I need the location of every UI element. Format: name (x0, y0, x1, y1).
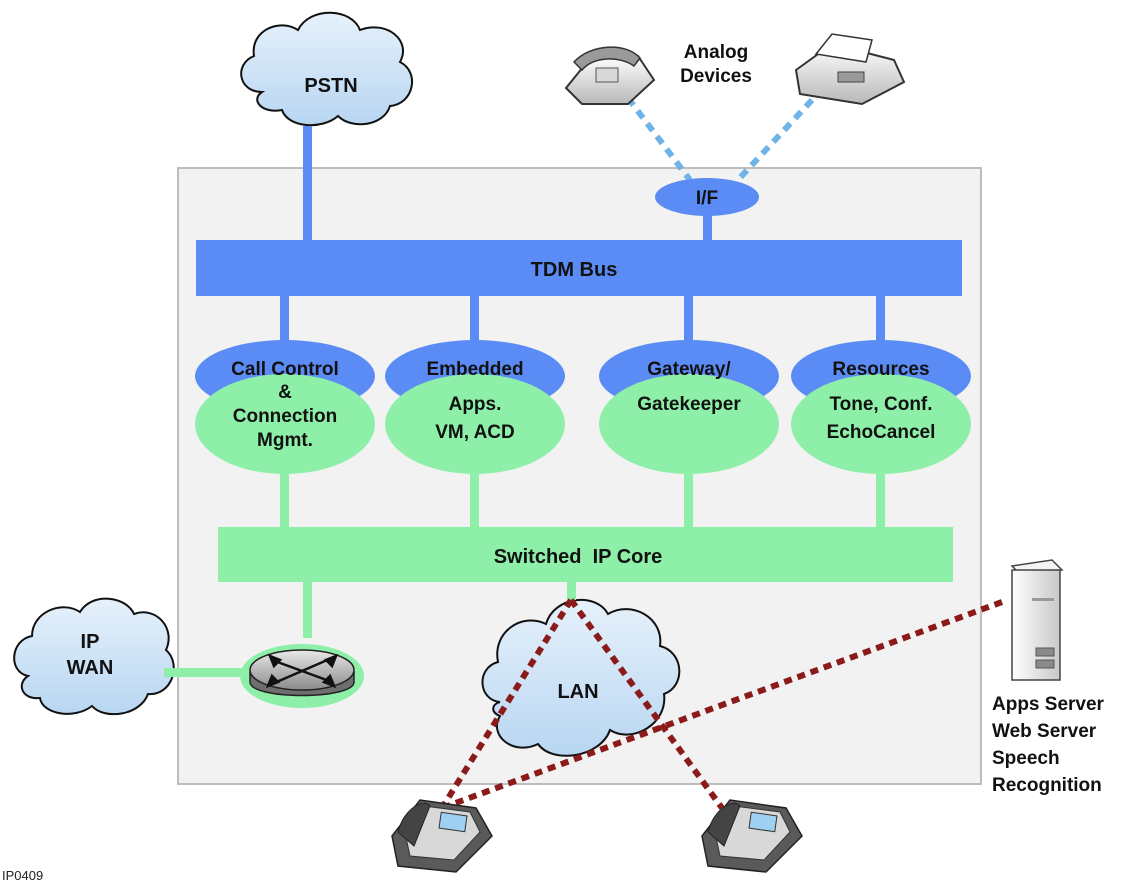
ip-phone-icon (391, 799, 493, 873)
module-label-line: Gatekeeper (637, 394, 741, 415)
module-label-line: & (278, 382, 292, 403)
interface-link (703, 214, 712, 242)
ip-wan-cloud (13, 597, 175, 715)
apps-server-label-line-3: Speech (992, 748, 1060, 769)
apps-server-label-line-2: Web Server (992, 721, 1097, 742)
core-to-router-link (303, 582, 312, 638)
tdm-drop-resources (876, 296, 885, 346)
fax-machine-icon (794, 33, 906, 106)
module-gateway: Gateway/ Gatekeeper (599, 340, 779, 474)
module-label-line: Call Control (231, 359, 339, 380)
module-embedded-apps: Embedded Apps. VM, ACD (385, 340, 565, 474)
ip-wan-label-line-2: WAN (67, 657, 114, 679)
module-label-line: Resources (832, 359, 929, 380)
module-label-line: Tone, Conf. (829, 394, 932, 415)
ip-phone-icon (701, 799, 803, 873)
wan-to-router-link (164, 668, 244, 677)
lan-phone-link-left (439, 598, 574, 810)
lan-label: LAN (557, 681, 598, 703)
server-icon (1010, 559, 1064, 681)
lan-phone-link-right (568, 598, 725, 810)
module-resources: Resources Tone, Conf. EchoCancel (791, 340, 971, 474)
module-label-line: Mgmt. (257, 430, 313, 451)
ip-drop-resources (876, 470, 885, 528)
figure-id: IP0409 (2, 868, 43, 882)
apps-server-label-line-1: Apps Server (992, 694, 1105, 715)
module-label-line: Embedded (426, 359, 523, 380)
pstn-link (303, 126, 312, 242)
tdm-drop-embedded (470, 296, 479, 346)
module-label-line: Gateway/ (647, 359, 731, 380)
interface-node (655, 178, 759, 216)
analog-devices-label-line-2: Devices (680, 66, 752, 87)
pstn-cloud (240, 11, 413, 127)
ip-drop-embedded (470, 470, 479, 528)
interface-label: I/F (696, 188, 718, 209)
analog-devices-label-line-1: Analog (684, 42, 748, 63)
tdm-drop-call-control (280, 296, 289, 346)
module-call-control: Call Control & Connection Mgmt. (195, 340, 375, 474)
module-label-line: Connection (233, 406, 338, 427)
core-to-lan-link (567, 582, 576, 600)
ip-drop-gateway (684, 470, 693, 528)
module-label-line: Apps. (449, 394, 502, 415)
lan-cloud (481, 598, 681, 757)
switched-ip-core (218, 527, 953, 582)
analog-phone-link (625, 96, 693, 182)
module-label-line: VM, ACD (435, 422, 515, 443)
router-icon (240, 644, 364, 708)
module-label-line: EchoCancel (827, 422, 936, 443)
analog-phone-icon (564, 46, 656, 105)
tdm-drop-gateway (684, 296, 693, 346)
ip-drop-call-control (280, 470, 289, 528)
tdm-bus (196, 240, 962, 296)
ip-wan-label-line-1: IP (81, 631, 100, 653)
pstn-label: PSTN (304, 75, 357, 97)
switched-ip-core-label: Switched IP Core (494, 546, 663, 568)
server-link (440, 599, 1004, 811)
fax-link (735, 97, 815, 183)
apps-server-label-line-4: Recognition (992, 775, 1102, 796)
tdm-bus-label: TDM Bus (531, 259, 618, 281)
